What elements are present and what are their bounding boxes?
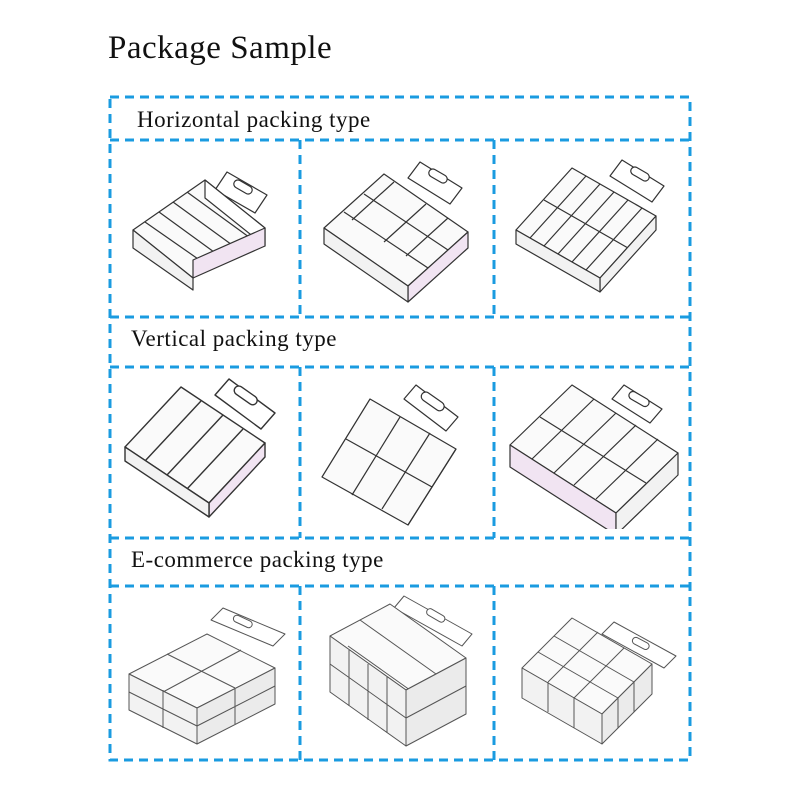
ecommerce-pack-8-icon [329, 595, 473, 747]
package-cell [502, 594, 682, 750]
horizontal-pack-12-icon [515, 159, 665, 293]
page-title: Package Sample [108, 30, 333, 66]
package-cell [502, 373, 682, 529]
section-label-ecommerce: E-commerce packing type [131, 547, 384, 572]
package-cell [308, 373, 488, 529]
package-cell [502, 150, 682, 306]
package-cell [115, 150, 295, 306]
vertical-pack-6-icon [321, 384, 459, 526]
vertical-pack-3-icon [124, 378, 276, 518]
ecommerce-pack-4-icon [128, 607, 286, 745]
outer-border [108, 95, 692, 762]
package-cell [308, 150, 488, 306]
package-cell [115, 594, 295, 750]
package-cell [115, 373, 295, 529]
section-label-horizontal: Horizontal packing type [137, 107, 371, 132]
package-cell [308, 594, 488, 750]
vertical-pack-10-icon [509, 384, 679, 529]
ecommerce-pack-9-icon [521, 617, 677, 745]
section-label-vertical: Vertical packing type [131, 326, 337, 351]
horizontal-pack-6-icon [323, 161, 469, 303]
horizontal-pack-3-icon [132, 171, 268, 291]
